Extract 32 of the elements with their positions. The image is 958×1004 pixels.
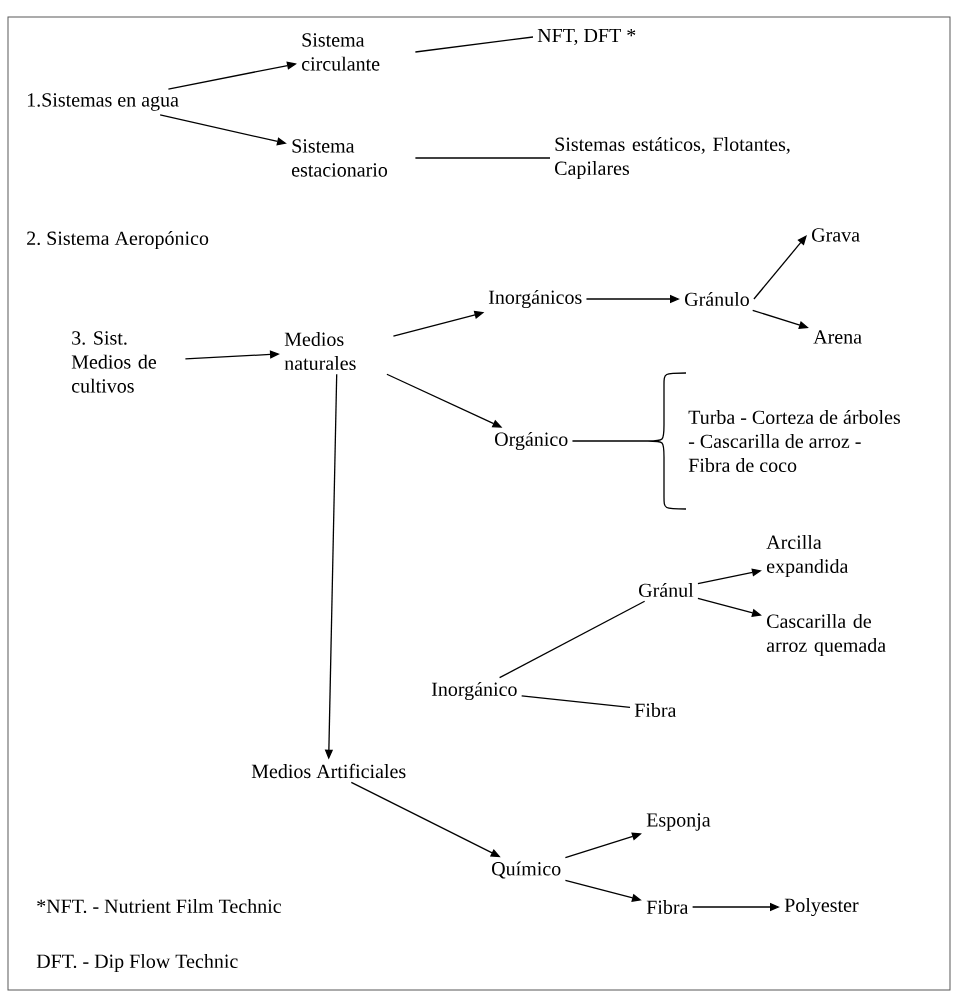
text-label: Fibra bbox=[634, 702, 677, 718]
text-label: Medios Artificiales bbox=[251, 763, 406, 779]
connector-line bbox=[414, 36, 534, 53]
text-label: Inorgánico bbox=[431, 681, 517, 701]
text-label: Inorgánicos bbox=[488, 289, 582, 309]
text-label: Fibra bbox=[646, 899, 689, 915]
connector-line bbox=[498, 600, 646, 679]
text-label: Químico bbox=[492, 861, 561, 879]
text-label: Medios naturales bbox=[284, 331, 356, 371]
text-label: Esponja bbox=[646, 813, 711, 831]
text-label: 3. Sist. Medios de cultivos bbox=[71, 331, 157, 393]
text-label: Arena bbox=[813, 330, 862, 344]
connector-line bbox=[571, 440, 649, 442]
text-label: 1.Sistemas en agua bbox=[27, 93, 179, 111]
text-label: Sistemas estáticos, Flotantes, Capilares bbox=[555, 136, 790, 180]
text-label: NFT, DFT * bbox=[537, 28, 636, 46]
text-label: Cascarilla de arroz quemada bbox=[766, 613, 886, 657]
connector-line bbox=[521, 695, 631, 708]
note-text: 2. Sistema Aeropónico bbox=[27, 230, 209, 250]
text-label: Orgánico bbox=[495, 431, 568, 451]
arrow bbox=[753, 235, 807, 300]
text-label: Grava bbox=[812, 228, 860, 242]
text-label: Arcilla expandida bbox=[766, 534, 849, 578]
text-label: Gránul bbox=[639, 582, 694, 598]
note-text: DFT. - Dip Flow Technic bbox=[36, 953, 238, 973]
text-label: Sistema estacionario bbox=[292, 139, 388, 177]
text-label: Sistema circulante bbox=[301, 33, 380, 71]
text-label: Gránulo bbox=[685, 291, 749, 307]
connector-line bbox=[414, 157, 551, 159]
text-label: Turba - Corteza de árboles - Cascarilla de arroz - Fibra de coco bbox=[688, 409, 900, 473]
note-text: *NFT. - Nutrient Film Technic bbox=[37, 898, 281, 914]
text-label: Polyester bbox=[784, 897, 859, 917]
